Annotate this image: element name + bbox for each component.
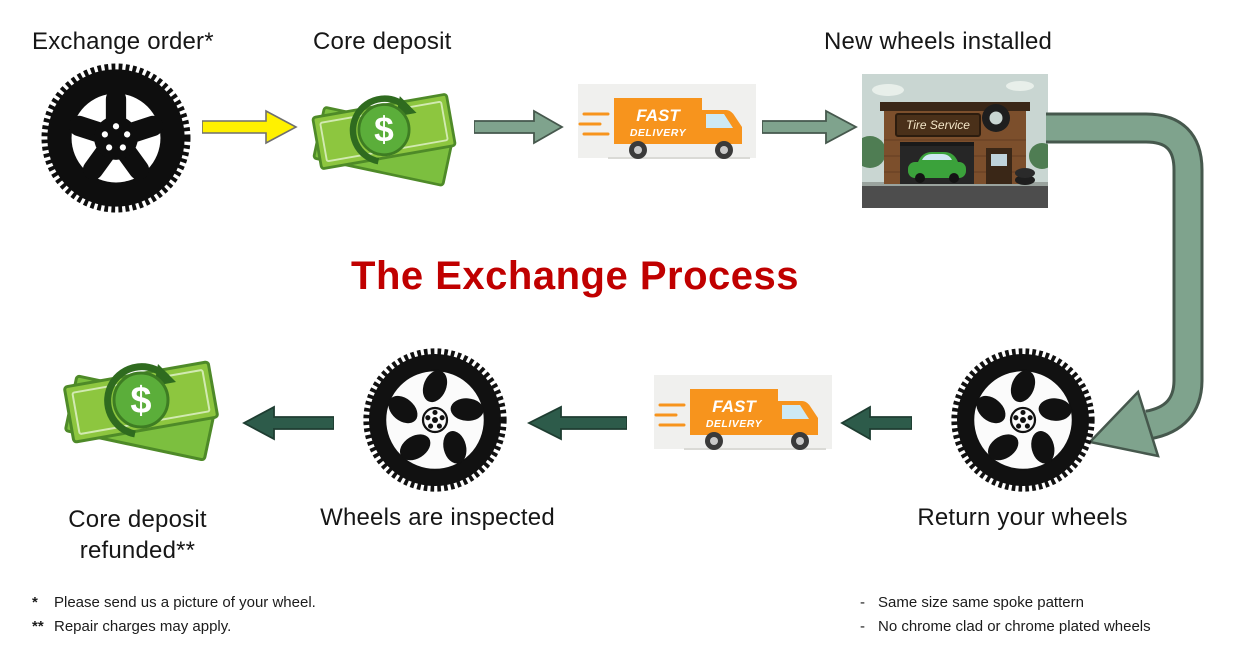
- footnote-marker: *: [32, 594, 38, 611]
- footnote-marker: -: [860, 594, 865, 611]
- footnote-text: No chrome clad or chrome plated wheels: [878, 618, 1151, 635]
- truck-text-fast: FAST: [712, 397, 757, 416]
- footnote-marker: **: [32, 618, 44, 635]
- footnote-text: Please send us a picture of your wheel.: [54, 594, 316, 611]
- dark-green-left-arrow-icon: [242, 404, 334, 442]
- yellow-right-arrow-icon: [202, 108, 298, 146]
- shop-sign: [895, 113, 981, 137]
- money-core-deposit-icon: $: [293, 72, 475, 204]
- dark-green-left-arrow-icon: [527, 404, 627, 442]
- dark-green-left-arrow-icon: [840, 404, 912, 442]
- wheel-spoke-openings: [976, 370, 1072, 464]
- windshield: [782, 405, 809, 419]
- shop-roof: [880, 102, 1030, 111]
- dollar-coin: [357, 103, 411, 157]
- green-right-arrow-icon: [474, 108, 564, 146]
- footnote-text: Same size same spoke pattern: [878, 594, 1084, 611]
- wheel-lugs: [101, 123, 131, 151]
- label-exchange-order: Exchange order*: [32, 28, 214, 55]
- footnote-line: - Same size same spoke pattern: [860, 594, 1151, 611]
- white-wheel-icon-inspected: [360, 345, 510, 495]
- truck-text-delivery: DELIVERY: [630, 127, 687, 139]
- truck-text-fast: FAST: [636, 106, 681, 125]
- label-return-your-wheels: Return your wheels: [917, 504, 1128, 531]
- circulation-arrow: [104, 363, 170, 438]
- green-right-arrow-icon: [762, 108, 858, 146]
- tire-service-shop-icon: Tire Service: [862, 74, 1048, 208]
- footnotes-right: - Same size same spoke pattern - No chro…: [860, 594, 1151, 642]
- label-refund-line1: Core deposit: [68, 506, 207, 533]
- dollar-sign: $: [130, 380, 151, 422]
- footnote-line: * Please send us a picture of your wheel…: [32, 594, 316, 611]
- windshield: [706, 114, 733, 128]
- label-wheels-are-inspected: Wheels are inspected: [320, 504, 555, 531]
- footnote-marker: -: [860, 618, 865, 635]
- footnote-line: ** Repair charges may apply.: [32, 618, 316, 635]
- footnote-line: - No chrome clad or chrome plated wheels: [860, 618, 1151, 635]
- white-wheel-icon-return: [948, 345, 1098, 495]
- curved-down-arrow-icon: [1046, 98, 1220, 470]
- circulation-arrow: [349, 95, 411, 165]
- truck-box: [614, 98, 702, 144]
- wheel-lugs: [1013, 409, 1033, 429]
- label-core-deposit: Core deposit: [313, 28, 452, 55]
- money-refund-icon: $: [48, 338, 234, 480]
- black-wheel-icon: [38, 60, 194, 216]
- delivery-truck-icon: FAST DELIVERY: [654, 374, 832, 464]
- dollar-sign: $: [374, 111, 394, 150]
- footnotes-left: * Please send us a picture of your wheel…: [32, 594, 316, 642]
- speed-lines: [654, 403, 686, 427]
- footnote-text: Repair charges may apply.: [54, 618, 232, 635]
- label-core-deposit-refunded: Core deposit refunded**: [35, 504, 240, 566]
- wheel-spoke-openings: [388, 370, 484, 464]
- speed-lines: [578, 112, 610, 136]
- truck-box: [690, 389, 778, 435]
- label-new-wheels-installed: New wheels installed: [824, 28, 1053, 55]
- shop-sign-text: Tire Service: [906, 118, 970, 132]
- page-title: The Exchange Process: [351, 254, 799, 298]
- label-refund-line2: refunded**: [79, 537, 196, 564]
- dollar-coin: [112, 371, 170, 429]
- truck-text-delivery: DELIVERY: [706, 418, 763, 430]
- wheel-lugs: [425, 409, 445, 429]
- delivery-truck-icon: FAST DELIVERY: [578, 84, 756, 172]
